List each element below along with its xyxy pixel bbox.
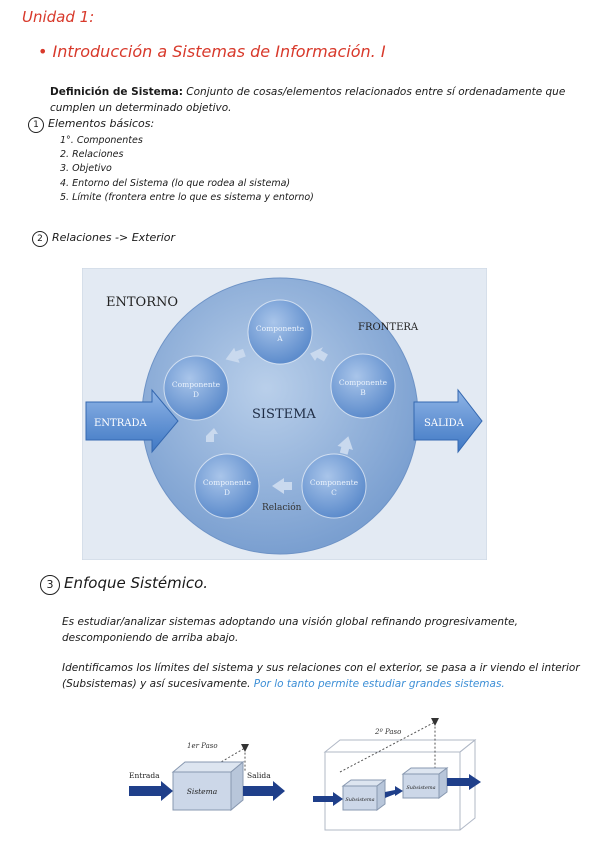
svg-text:Componente: Componente xyxy=(310,478,359,487)
salida-label: SALIDA xyxy=(424,418,465,429)
step1-entrada-arrow-icon xyxy=(129,781,173,801)
list-item: 5. Límite (frontera entre lo que es sist… xyxy=(60,191,314,203)
section3-paragraph1: Es estudiar/analizar sistemas adoptando … xyxy=(62,616,518,644)
section3-number: 3 xyxy=(40,575,60,595)
component-d-bottom: Componente D xyxy=(194,453,260,519)
component-d-left: Componente D xyxy=(163,355,229,421)
step2-entrada-arrow-icon xyxy=(313,792,343,806)
svg-text:Componente: Componente xyxy=(172,380,221,389)
list-item: 4. Entorno del Sistema (lo que rodea al … xyxy=(60,177,291,189)
svg-text:D: D xyxy=(193,390,199,399)
component-b: Componente B xyxy=(330,353,396,419)
svg-text:Componente: Componente xyxy=(203,478,252,487)
svg-text:C: C xyxy=(331,488,337,497)
system-box: Sistema xyxy=(171,760,245,812)
subsystem-box-2: Subsistema xyxy=(401,767,449,799)
definition-term: Definición de Sistema: xyxy=(50,86,183,98)
relation-arrow-icon xyxy=(337,436,353,455)
relation-arrow-icon xyxy=(310,347,328,362)
relation-arrow-icon xyxy=(272,478,292,494)
step1-label: 1er Paso xyxy=(187,742,218,750)
section2-heading: 2 Relaciones -> Exterior xyxy=(32,231,175,247)
system-diagram: ENTORNO FRONTERA SISTEMA Componente A Co… xyxy=(82,268,487,560)
steps-diagram: 1er Paso Sistema Entrada Salida 2º Paso … xyxy=(129,718,481,831)
step1-pointer-icon xyxy=(241,744,249,752)
section1-heading: 1 Elementos básicos: xyxy=(28,117,154,133)
entrada-label: ENTRADA xyxy=(94,418,147,429)
unit-title: Unidad 1: xyxy=(22,8,95,26)
subsystem-box-1: Subsistema xyxy=(341,779,387,811)
section2-title: Relaciones -> Exterior xyxy=(52,231,176,244)
svg-text:Subsistema: Subsistema xyxy=(406,785,435,791)
step1-salida-arrow-icon xyxy=(243,781,285,801)
sistema-label: SISTEMA xyxy=(252,407,316,422)
step1-salida-label: Salida xyxy=(247,771,271,780)
component-a: Componente A xyxy=(247,299,313,365)
svg-text:Subsistema: Subsistema xyxy=(345,797,374,803)
salida-arrow-icon xyxy=(413,388,483,454)
list-item: 2. Relaciones xyxy=(60,149,124,161)
svg-text:A: A xyxy=(276,334,283,343)
component-c: Componente C xyxy=(301,453,367,519)
entrada-arrow-icon xyxy=(85,388,179,454)
definition-block: Definición de Sistema: Conjunto de cosas… xyxy=(50,84,580,116)
step2-inner-arrow-icon xyxy=(385,786,403,798)
svg-text:Componente: Componente xyxy=(339,378,388,387)
topic-heading: • Introducción a Sistemas de Información… xyxy=(38,42,386,61)
step2-pointer-icon xyxy=(431,718,439,726)
elements-list: 1°. Componentes 2. Relaciones 3. Objetiv… xyxy=(60,134,314,205)
relacion-label: Relación xyxy=(262,502,302,513)
svg-text:B: B xyxy=(360,388,366,397)
list-item: 3. Objetivo xyxy=(60,163,112,175)
relation-arrow-icon xyxy=(225,347,246,363)
step2-label: 2º Paso xyxy=(374,728,401,736)
svg-text:Sistema: Sistema xyxy=(187,787,217,796)
svg-text:Componente: Componente xyxy=(256,324,305,333)
list-item: 1°. Componentes xyxy=(60,135,143,146)
section2-number: 2 xyxy=(32,231,48,247)
step2-salida-arrow-icon xyxy=(447,774,481,790)
step1-entrada-label: Entrada xyxy=(129,771,160,780)
frontera-label: FRONTERA xyxy=(358,322,419,333)
section1-title: Elementos básicos: xyxy=(48,117,155,130)
paragraph2-highlight: Por lo tanto permite estudiar grandes si… xyxy=(253,678,505,690)
definition-text: Conjunto de cosas/elementos relacionados… xyxy=(50,86,566,114)
section1-number: 1 xyxy=(28,117,44,133)
svg-text:D: D xyxy=(224,488,230,497)
section3-paragraph2: Identificamos los límites del sistema y … xyxy=(62,660,582,692)
section3-title: Enfoque Sistémico. xyxy=(64,574,209,592)
entorno-label: ENTORNO xyxy=(106,295,178,310)
paragraph2-text: Identificamos los límites del sistema y … xyxy=(62,662,580,690)
relation-arrow-icon xyxy=(206,428,218,442)
